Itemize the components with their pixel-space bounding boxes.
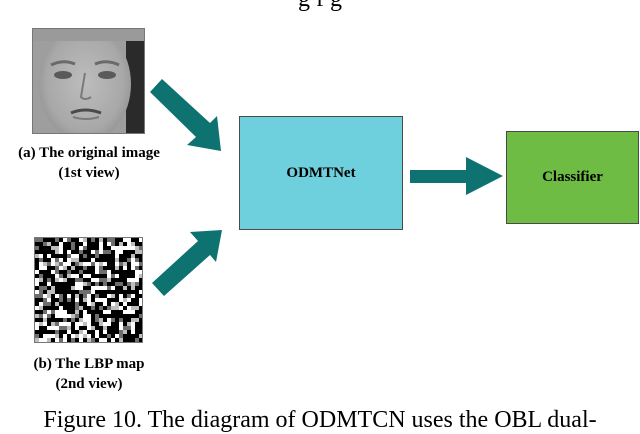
lbp-map-label-line2: (2nd view) xyxy=(55,376,123,392)
arrow-right-icon xyxy=(410,157,503,195)
original-face-image xyxy=(32,28,145,134)
figure-caption: Figure 10. The diagram of ODMTCN uses th… xyxy=(43,407,597,433)
lbp-map-label: (b) The LBP map (2nd view) xyxy=(0,354,194,394)
lbp-map-image xyxy=(34,237,143,343)
original-image-label: (a) The original image (1st view) xyxy=(0,143,194,183)
top-caption: g f g xyxy=(0,0,640,13)
classifier-label: Classifier xyxy=(542,169,603,185)
original-image-label-line1: (a) The original image xyxy=(18,145,160,161)
odmtnet-label: ODMTNet xyxy=(286,164,356,181)
arrows-layer xyxy=(150,79,503,296)
arrow-right-up-icon xyxy=(152,230,222,296)
lbp-map-label-line1: (b) The LBP map xyxy=(33,356,145,372)
odmtnet-box: ODMTNet xyxy=(239,116,403,230)
original-image-label-line2: (1st view) xyxy=(58,165,120,181)
arrow-right-down-icon xyxy=(150,79,221,151)
classifier-box: Classifier xyxy=(506,131,639,224)
